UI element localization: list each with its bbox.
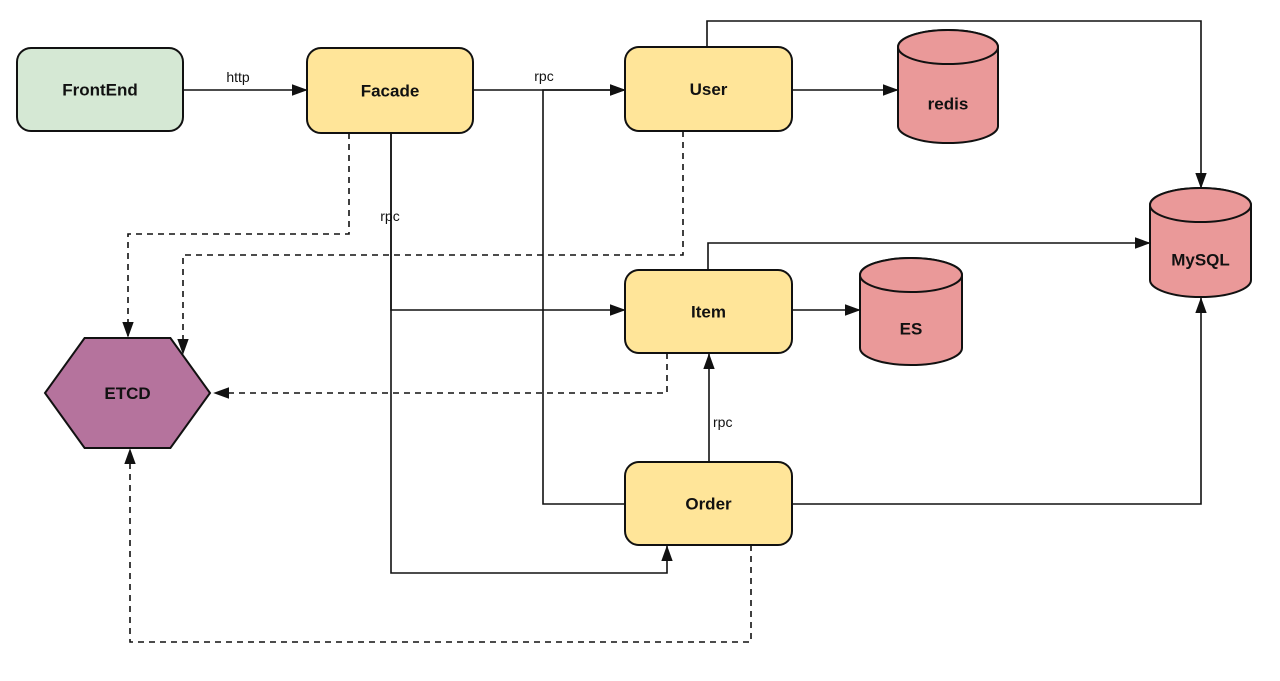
node-user: User: [624, 46, 793, 132]
node-order: Order: [624, 461, 793, 546]
frontend-to-facade-edge-label: http: [226, 69, 250, 85]
mysql-cylinder-top: [1149, 187, 1252, 223]
redis-label: redis: [928, 95, 969, 114]
user-to-etcd-line: [177, 131, 684, 355]
order-to-item-edge-label: rpc: [713, 414, 732, 430]
order-to-user-line: [542, 84, 626, 505]
edge-facade-to-etcd: [122, 133, 350, 338]
etcd-hexagon: [43, 337, 212, 449]
edge-facade-to-user: rpc: [473, 68, 626, 96]
edge-user-to-mysql: [706, 20, 1207, 189]
facade-to-etcd-line: [122, 133, 350, 338]
edge-order-to-etcd: [124, 448, 752, 643]
node-etcd: ETCD: [43, 337, 212, 449]
node-facade: Facade: [306, 47, 474, 134]
redis-cylinder-top: [897, 29, 999, 65]
facade-to-item-line: [390, 133, 626, 316]
edge-order-to-mysql: [792, 297, 1207, 505]
node-mysql: MySQL: [1149, 187, 1252, 298]
edge-user-to-etcd: [177, 131, 684, 355]
etcd-label: ETCD: [104, 384, 150, 403]
facade-to-item-edge-label: rpc: [380, 208, 399, 224]
edge-order-to-user: [542, 84, 626, 505]
edge-item-to-mysql: [707, 237, 1151, 270]
item-to-etcd-line: [213, 353, 668, 399]
user-to-mysql-line: [706, 20, 1207, 189]
node-redis: redis: [897, 29, 999, 144]
edge-order-to-item: rpc: [703, 353, 732, 462]
facade-to-order-line: [390, 133, 673, 574]
order-label: Order: [685, 495, 732, 514]
node-es: ES: [859, 257, 963, 366]
edge-facade-to-order: [390, 133, 673, 574]
item-label: Item: [691, 303, 726, 322]
facade-to-user-edge-label: rpc: [534, 68, 553, 84]
order-to-mysql-line: [792, 297, 1207, 505]
frontend-label: FrontEnd: [62, 81, 138, 100]
edge-item-to-etcd: [213, 353, 668, 399]
mysql-label: MySQL: [1171, 251, 1230, 270]
node-frontend: FrontEnd: [16, 47, 184, 132]
es-label: ES: [900, 320, 923, 339]
node-item: Item: [624, 269, 793, 354]
item-to-mysql-line: [707, 237, 1151, 270]
edge-frontend-to-facade: http: [183, 69, 308, 96]
order-to-etcd-line: [124, 448, 752, 643]
edge-facade-to-item: rpc: [380, 133, 626, 316]
user-label: User: [690, 80, 728, 99]
facade-label: Facade: [361, 82, 420, 101]
es-cylinder-top: [859, 257, 963, 293]
